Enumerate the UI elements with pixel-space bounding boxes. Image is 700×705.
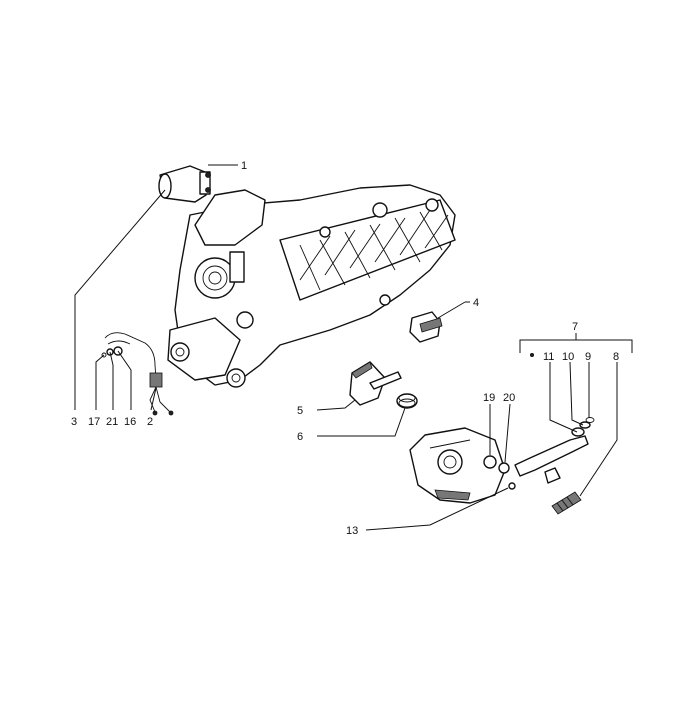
label-6: 6 xyxy=(297,431,303,443)
label-2: 2 xyxy=(147,416,153,428)
label-20: 20 xyxy=(503,392,515,404)
leader-lines xyxy=(74,189,633,531)
spring-part xyxy=(396,393,418,409)
sensor-part xyxy=(409,301,470,343)
label-11: 11 xyxy=(543,351,554,363)
label-1: 1 xyxy=(241,160,247,172)
label-5: 5 xyxy=(297,405,303,417)
label-16: 16 xyxy=(124,416,136,428)
label-21: 21 xyxy=(106,416,118,428)
kick-lever xyxy=(514,352,595,515)
label-17: 17 xyxy=(88,416,100,428)
starter-motor xyxy=(158,164,238,203)
label-10: 10 xyxy=(562,351,574,363)
crankcase xyxy=(167,184,456,388)
kick-sector-gear xyxy=(349,361,402,406)
label-9: 9 xyxy=(585,351,591,363)
label-13: 13 xyxy=(346,525,358,537)
label-3: 3 xyxy=(71,416,77,428)
label-19: 19 xyxy=(483,392,495,404)
kick-cover xyxy=(409,427,516,504)
callout-labels: 1 4 7 3 17 21 16 2 5 6 19 20 13 11 10 9 … xyxy=(71,160,619,537)
label-8: 8 xyxy=(613,351,619,363)
label-7: 7 xyxy=(572,321,578,333)
label-4: 4 xyxy=(473,297,479,309)
